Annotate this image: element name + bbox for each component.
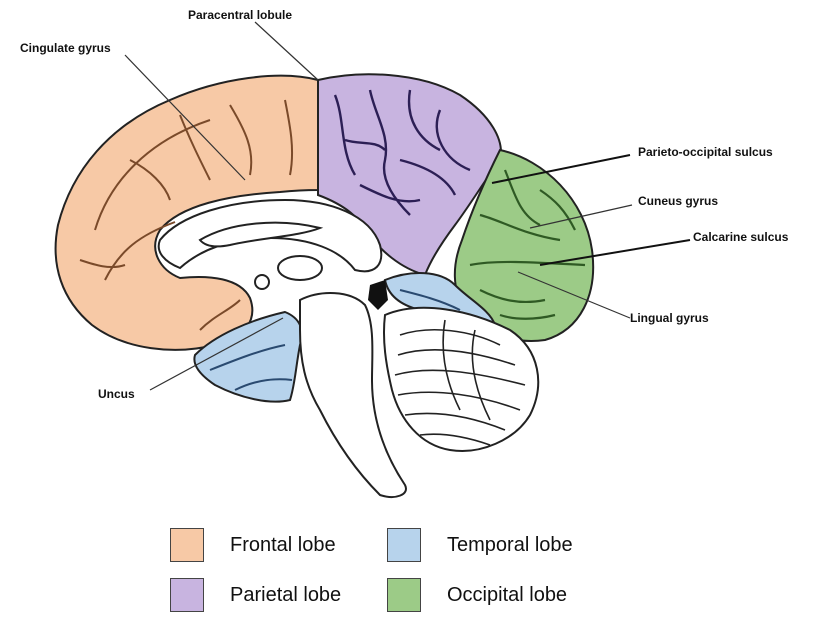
leader-lingual — [517, 271, 631, 319]
leader-lines — [124, 21, 691, 391]
temporal-sulci — [209, 289, 461, 391]
fornix-ventricle — [198, 221, 324, 248]
leader-calcarine — [539, 239, 691, 266]
label-paracentral-lobule: Paracentral lobule — [188, 8, 293, 22]
frontal-sulci — [79, 99, 294, 331]
legend-swatch-frontal — [170, 528, 204, 562]
legend-parietal: Parietal lobe — [170, 578, 341, 612]
label-lingual-gyrus: Lingual gyrus — [630, 311, 709, 325]
label-cuneus-gyrus: Cuneus gyrus — [638, 194, 719, 208]
legend-frontal: Frontal lobe — [170, 528, 336, 562]
legend-label-temporal: Temporal lobe — [447, 533, 573, 556]
leader-cingulate — [124, 54, 246, 181]
parietal-sulci — [333, 89, 471, 216]
mammillary-body — [254, 274, 270, 290]
label-parieto-occipital-sulcus: Parieto-occipital sulcus — [638, 145, 773, 159]
legend-label-frontal: Frontal lobe — [230, 533, 336, 556]
leader-parieto-occipital — [491, 154, 631, 184]
legend-label-parietal: Parietal lobe — [230, 583, 342, 606]
leader-cuneus — [529, 204, 633, 229]
brain-illustration — [54, 21, 691, 498]
occipital-sulci — [469, 169, 586, 320]
leader-uncus — [149, 317, 284, 391]
label-calcarine-sulcus: Calcarine sulcus — [693, 230, 789, 244]
label-uncus: Uncus — [98, 387, 135, 401]
legend-occipital: Occipital lobe — [387, 578, 567, 612]
legend-temporal: Temporal lobe — [387, 528, 573, 562]
leader-paracentral — [254, 21, 319, 81]
pineal-dark-region — [368, 280, 388, 310]
cerebellum — [382, 306, 540, 452]
legend-swatch-temporal — [387, 528, 421, 562]
legend-swatch-occipital — [387, 578, 421, 612]
cerebellum-folia — [394, 319, 526, 446]
label-cingulate-gyrus: Cingulate gyrus — [20, 41, 111, 55]
brainstem — [299, 292, 407, 498]
legend-label-occipital: Occipital lobe — [447, 583, 568, 606]
thalamus — [277, 255, 323, 281]
legend-swatch-parietal — [170, 578, 204, 612]
